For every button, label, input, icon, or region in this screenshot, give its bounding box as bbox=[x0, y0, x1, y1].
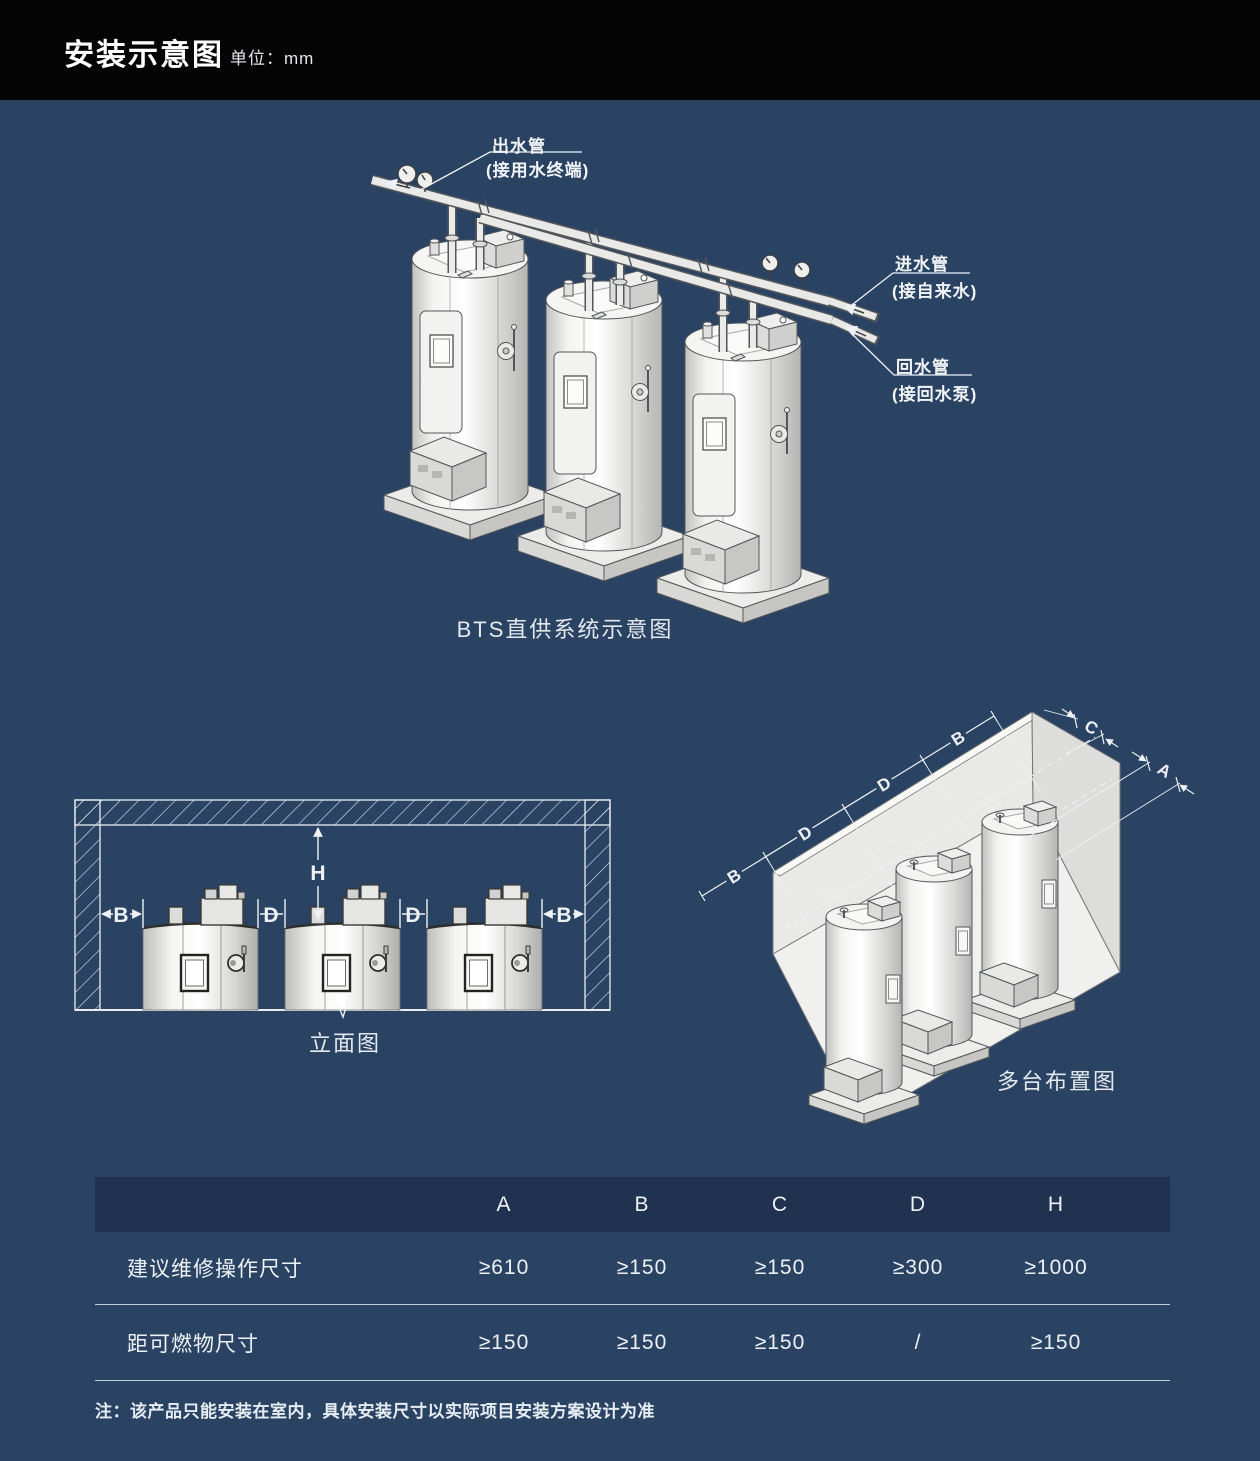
return-pipe-label: 回水管 bbox=[896, 358, 950, 377]
col-header-c: C bbox=[771, 1192, 789, 1216]
dim-h: H bbox=[310, 862, 325, 885]
dim-b-left: B bbox=[113, 904, 128, 927]
elevation-caption: 立面图 bbox=[308, 1031, 381, 1056]
col-header-b: B bbox=[634, 1192, 650, 1216]
layout-dim-c: C bbox=[1081, 716, 1101, 739]
water-heater-tank-1 bbox=[383, 229, 557, 541]
layout-dim-b-outer: B bbox=[724, 865, 744, 888]
col-header-a: A bbox=[496, 1192, 512, 1216]
row-label: 建议维修操作尺寸 bbox=[127, 1258, 303, 1281]
layout-tank-3 bbox=[964, 800, 1076, 1030]
elevation-tank-3 bbox=[425, 883, 544, 1012]
system-caption: BTS直供系统示意图 bbox=[456, 617, 674, 642]
dim-d-left: D bbox=[263, 904, 278, 927]
elevation-tank-1 bbox=[141, 883, 260, 1012]
cell-value: ≥150 bbox=[478, 1330, 530, 1354]
water-heater-tank-2 bbox=[517, 270, 691, 582]
pipe-couplings bbox=[477, 198, 733, 298]
elevation-view-drawing: B D H D B bbox=[74, 799, 611, 1020]
cell-value: ≥150 bbox=[616, 1330, 668, 1354]
inlet-pipe-sublabel: (接自来水) bbox=[892, 282, 978, 301]
layout-dim-d2: D bbox=[874, 773, 894, 796]
layout-dim-a: A bbox=[1154, 759, 1174, 782]
water-heater-tank-3 bbox=[656, 312, 830, 624]
outlet-pipe-sublabel: (接用水终端) bbox=[486, 161, 590, 180]
col-header-d: D bbox=[909, 1192, 927, 1216]
layout-dim-d1: D bbox=[795, 822, 815, 845]
inlet-pipe-label: 进水管 bbox=[895, 255, 949, 274]
table-header-row: A B C D H bbox=[95, 1177, 1170, 1232]
cell-value: ≥150 bbox=[1030, 1330, 1082, 1354]
table-row-service-dimensions: 建议维修操作尺寸 ≥610 ≥150 ≥150 ≥300 ≥1000 bbox=[95, 1232, 1170, 1305]
header-bar bbox=[0, 0, 1260, 100]
bts-system-drawing bbox=[370, 151, 972, 624]
dim-d-right: D bbox=[405, 904, 420, 927]
cell-value: ≥610 bbox=[478, 1256, 530, 1279]
cell-value: ≥150 bbox=[616, 1256, 668, 1279]
cell-value: ≥300 bbox=[892, 1256, 944, 1279]
return-pipe-sublabel: (接回水泵) bbox=[892, 385, 978, 404]
elevation-tank-2 bbox=[283, 883, 402, 1012]
col-header-h: H bbox=[1047, 1192, 1065, 1216]
label-leader-lines bbox=[412, 151, 972, 376]
ground-break-symbol bbox=[337, 1000, 349, 1020]
page-title: 安装示意图 bbox=[64, 39, 224, 72]
elevation-dimension-labels: B D H D B bbox=[113, 860, 573, 927]
row-label: 距可燃物尺寸 bbox=[127, 1332, 259, 1356]
table-header-spacer bbox=[95, 1177, 435, 1232]
outlet-pipe-label: 出水管 bbox=[492, 137, 546, 156]
cell-value: ≥1000 bbox=[1024, 1256, 1088, 1279]
unit-label: 单位：mm bbox=[230, 49, 315, 68]
flow-arrows bbox=[384, 178, 867, 337]
multi-unit-layout-drawing: B D D B C A bbox=[698, 708, 1195, 1125]
cell-value: ≥150 bbox=[754, 1330, 806, 1354]
layout-caption: 多台布置图 bbox=[996, 1069, 1117, 1094]
layout-dim-b-inner: B bbox=[948, 727, 968, 750]
inlet-return-pipe bbox=[478, 212, 881, 346]
table-row-combustible-clearance: 距可燃物尺寸 ≥150 ≥150 ≥150 / ≥150 bbox=[95, 1305, 1170, 1381]
dimensions-table: A B C D H 建议维修操作尺寸 ≥610 ≥150 ≥150 ≥300 ≥… bbox=[95, 1177, 1170, 1381]
pressure-gauges bbox=[397, 164, 811, 285]
cell-value: ≥150 bbox=[754, 1256, 806, 1279]
dim-b-right: B bbox=[556, 904, 571, 927]
layout-wall-dimensions: B D D B bbox=[698, 710, 1042, 935]
layout-tank-1 bbox=[808, 895, 920, 1125]
cell-value: / bbox=[914, 1330, 922, 1354]
footnote: 注：该产品只能安装在室内，具体安装尺寸以实际项目安装方案设计为准 bbox=[95, 1402, 655, 1421]
